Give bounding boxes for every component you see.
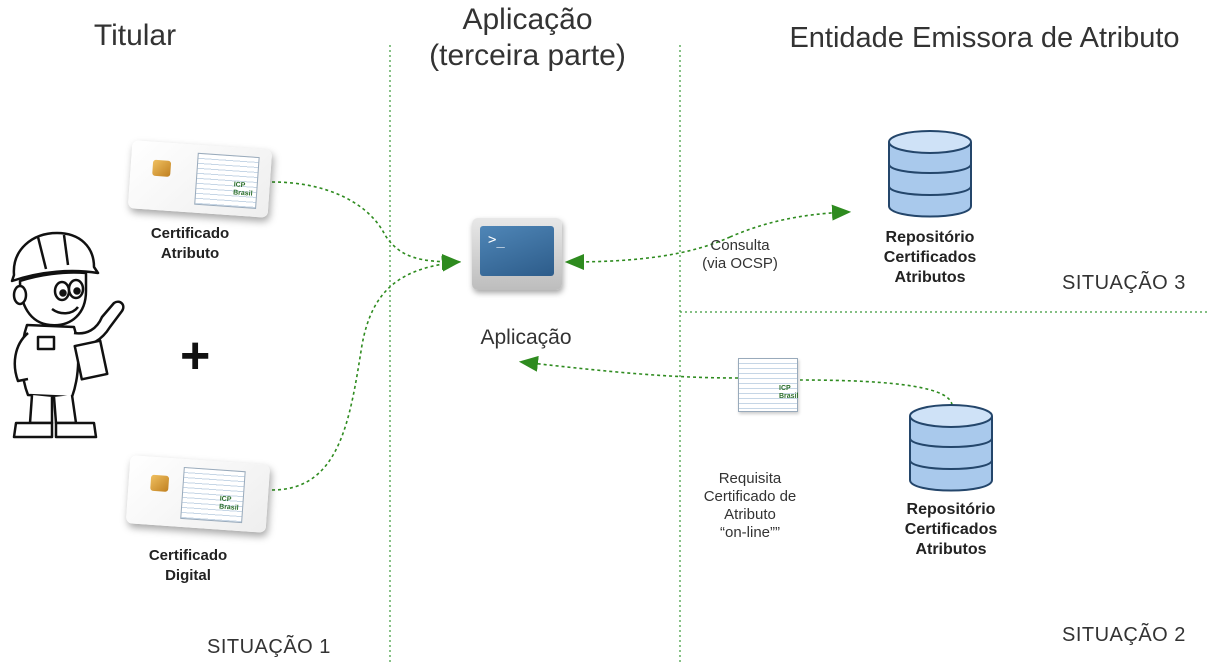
column-title-entidade: Entidade Emissora de Atributo (789, 22, 1180, 54)
arrow-cert-to-app (518, 355, 739, 379)
label-certificado-atributo: Certificado Atributo (150, 225, 230, 262)
label-repositorio-2: Repositório Certificados Atributos (904, 501, 998, 558)
label-situacao-2: SITUAÇÃO 2 (1062, 624, 1186, 646)
card-certificado-atributo: ICP Brasil (127, 140, 273, 218)
label-repositorio-3: Repositório Certificados Atributos (883, 229, 977, 286)
worker-character-icon (10, 231, 125, 439)
terminal-screen: >_ (480, 226, 554, 276)
arrow-digital-to-app (271, 255, 462, 491)
database-icon (888, 130, 972, 218)
attribute-certificate-icon: ICP Brasil (738, 358, 798, 412)
arrow-repo-to-cert (799, 379, 953, 406)
terminal-prompt-icon: >_ (488, 232, 505, 248)
chip-icon (150, 474, 170, 492)
arrow-atributo-to-app (271, 181, 462, 270)
column-title-aplicacao: Aplicação (terceira parte) (429, 3, 626, 72)
chip-icon (152, 159, 172, 177)
icp-logo: ICP Brasil (779, 385, 799, 400)
label-requisita: Requisita Certificado de Atributo “on-li… (703, 470, 797, 541)
card-certificado-digital: ICP Brasil (125, 455, 271, 533)
certificate-document-icon (194, 152, 260, 209)
monitor-icon: >_ (472, 218, 562, 290)
plus-sign: + (180, 327, 211, 385)
label-consulta: Consulta (via OCSP) (702, 237, 778, 272)
certificate-document-icon (180, 466, 246, 524)
column-title-titular: Titular (93, 19, 177, 52)
label-aplicacao: Aplicação (480, 326, 572, 349)
database-icon (909, 404, 993, 492)
label-certificado-digital: Certificado Digital (148, 547, 228, 584)
label-situacao-3: SITUAÇÃO 3 (1062, 272, 1186, 294)
label-situacao-1: SITUAÇÃO 1 (207, 636, 331, 658)
icp-logo: ICP Brasil (232, 181, 253, 198)
icp-logo: ICP Brasil (218, 495, 239, 512)
arrow-consulta-to-repo (729, 204, 852, 238)
